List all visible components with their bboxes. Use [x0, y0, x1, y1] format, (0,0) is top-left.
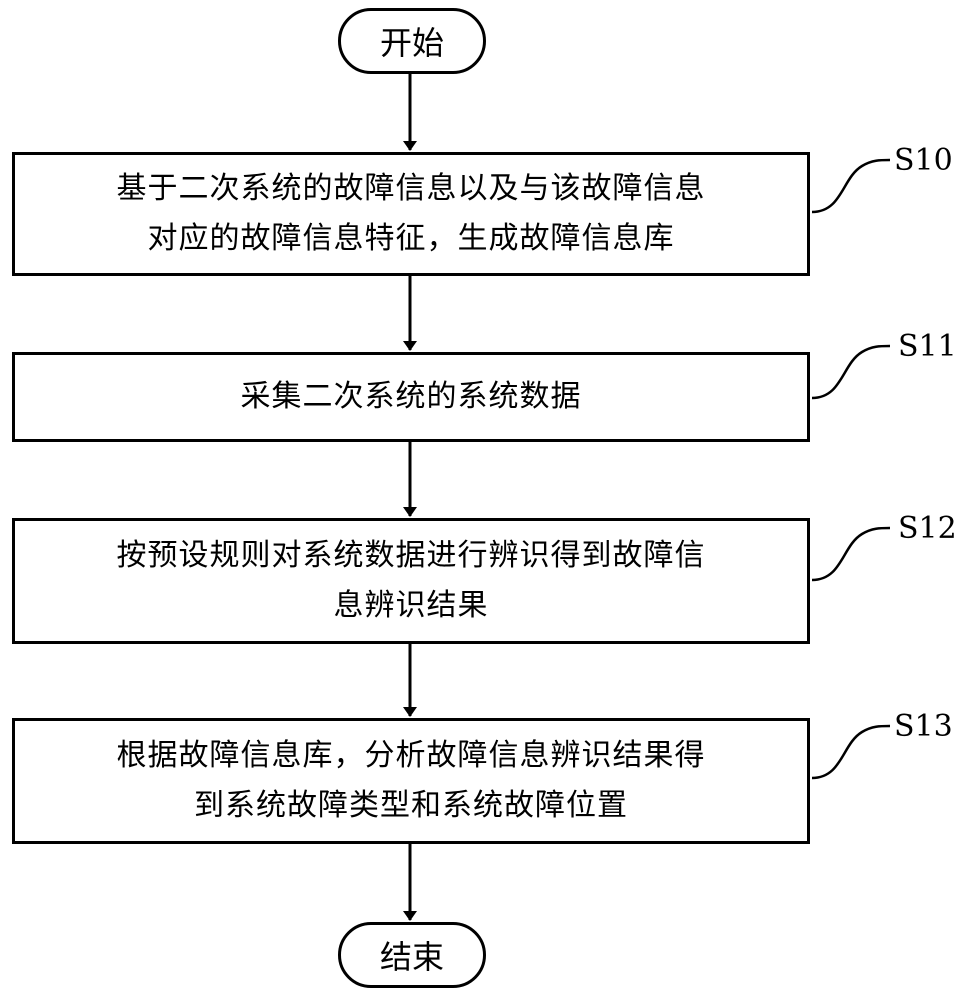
leader-s12	[811, 526, 891, 582]
step-s10-id: S10	[894, 143, 953, 178]
start-terminal: 开始	[338, 8, 486, 74]
end-terminal: 结束	[338, 922, 486, 988]
start-label: 开始	[379, 24, 444, 62]
leader-s11	[811, 344, 891, 400]
step-s10-line-1: 基于二次系统的故障信息以及与该故障信息	[116, 171, 706, 206]
leader-s13	[811, 724, 891, 780]
leader-s10	[811, 158, 891, 214]
step-s13-text: 根据故障信息库，分析故障信息辨识结果得 到系统故障类型和系统故障位置	[117, 731, 706, 831]
step-s10-text: 基于二次系统的故障信息以及与该故障信息 对应的故障信息特征，生成故障信息库	[117, 164, 706, 264]
step-s12-text: 按预设规则对系统数据进行辨识得到故障信 息辨识结果	[117, 531, 706, 631]
step-s13-id: S13	[894, 709, 953, 744]
step-s12-line-1: 按预设规则对系统数据进行辨识得到故障信	[116, 538, 706, 573]
step-s11-box: 采集二次系统的系统数据	[12, 352, 810, 442]
step-s10-line-2: 对应的故障信息特征，生成故障信息库	[147, 221, 675, 256]
step-s13-line-2: 到系统故障类型和系统故障位置	[194, 788, 628, 823]
end-label: 结束	[379, 938, 444, 976]
step-s13-line-1: 根据故障信息库，分析故障信息辨识结果得	[116, 738, 706, 773]
step-s10-box: 基于二次系统的故障信息以及与该故障信息 对应的故障信息特征，生成故障信息库	[12, 152, 810, 276]
step-s12-id: S12	[898, 511, 957, 546]
step-s12-line-2: 息辨识结果	[333, 588, 489, 623]
step-s12-box: 按预设规则对系统数据进行辨识得到故障信 息辨识结果	[12, 518, 810, 644]
step-s11-id: S11	[898, 329, 957, 364]
step-s11-text: 采集二次系统的系统数据	[241, 372, 582, 422]
step-s11-line-1: 采集二次系统的系统数据	[240, 379, 582, 414]
step-s13-box: 根据故障信息库，分析故障信息辨识结果得 到系统故障类型和系统故障位置	[12, 718, 810, 844]
